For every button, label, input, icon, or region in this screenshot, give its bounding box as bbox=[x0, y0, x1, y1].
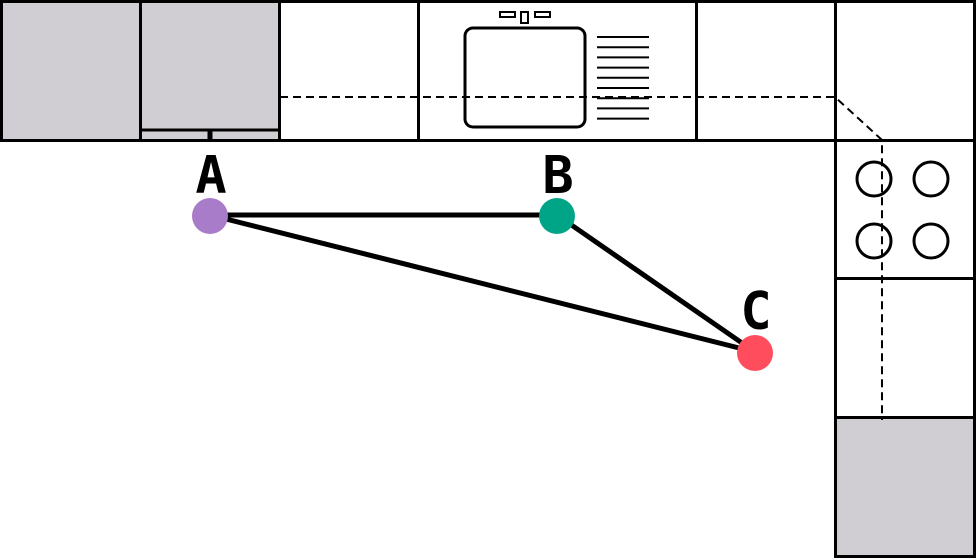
right-counter-column bbox=[834, 139, 976, 558]
counter-right-2 bbox=[834, 277, 976, 419]
point-c: C bbox=[737, 282, 773, 371]
burner-top-right bbox=[912, 160, 950, 198]
point-b-label: B bbox=[542, 146, 573, 206]
cabinet-top-1 bbox=[0, 0, 142, 142]
top-counter-row bbox=[0, 0, 976, 142]
point-c-dot bbox=[737, 335, 773, 371]
point-a-label: A bbox=[195, 146, 226, 206]
cabinet-right-bottom bbox=[834, 416, 976, 558]
burner-bottom-left bbox=[855, 222, 893, 260]
counter-top-3 bbox=[278, 0, 420, 142]
counter-stove bbox=[834, 139, 976, 280]
drain-board-icon bbox=[597, 36, 649, 120]
work-triangle bbox=[207, 212, 758, 355]
sink-basin bbox=[463, 26, 587, 129]
edge-a-c bbox=[207, 212, 758, 355]
point-a-dot bbox=[192, 198, 228, 234]
point-a: A bbox=[192, 146, 228, 234]
counter-top-sink bbox=[417, 0, 698, 142]
point-b-dot bbox=[539, 198, 575, 234]
point-b: B bbox=[539, 146, 575, 234]
counter-corner bbox=[834, 0, 976, 142]
stove-icon bbox=[855, 160, 950, 260]
faucet-right-handle bbox=[534, 11, 551, 18]
sink-icon bbox=[463, 11, 587, 129]
burner-top-left bbox=[855, 160, 893, 198]
faucet-spout bbox=[520, 11, 529, 24]
point-c-label: C bbox=[740, 282, 771, 342]
cabinet-top-2 bbox=[139, 0, 281, 142]
edge-b-c bbox=[554, 212, 758, 355]
burner-bottom-right bbox=[912, 222, 950, 260]
counter-top-5 bbox=[695, 0, 837, 142]
faucet-left-handle bbox=[499, 11, 516, 18]
upper-cabinet-dashed-outline bbox=[280, 96, 883, 420]
